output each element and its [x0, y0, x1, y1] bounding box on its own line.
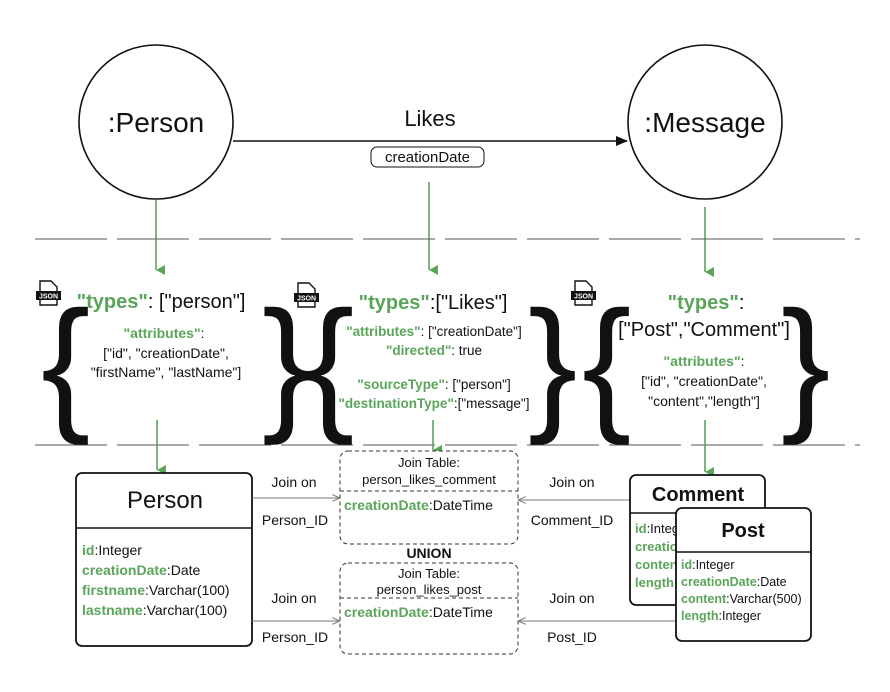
comment-field-content: content: [635, 557, 683, 572]
message-close-brace: }: [781, 281, 830, 446]
likes-attributes-line: "attributes": ["creationDate"]: [346, 324, 521, 339]
person-types-line: "types": ["person"]: [77, 291, 246, 313]
join-key-top-left: Person_ID: [262, 512, 328, 528]
join-label-bottom-left: Join on: [271, 590, 316, 606]
post-field-content: content:Varchar(500): [681, 592, 802, 606]
person-field-firstname: firstname:Varchar(100): [82, 582, 230, 598]
message-node-label: :Message: [644, 107, 765, 138]
svg-text:JSON: JSON: [39, 294, 58, 301]
message-types-key-line: "types":: [668, 292, 745, 314]
person-json-schema: JSON { } "types": ["person"] "attributes…: [36, 280, 311, 446]
message-attributes-line2: "content","length"]: [648, 393, 760, 409]
edge-property-label: creationDate: [385, 149, 470, 166]
join-label-bottom-right: Join on: [549, 590, 594, 606]
likes-source-line: "sourceType": ["person"]: [357, 377, 510, 392]
join-key-bottom-left: Person_ID: [262, 629, 328, 645]
svg-text:JSON: JSON: [297, 296, 316, 303]
post-field-length: length:Integer: [681, 609, 761, 623]
join-key-bottom-right: Post_ID: [547, 629, 597, 645]
join-post-title-line2: person_likes_post: [377, 582, 482, 597]
join-key-top-right: Comment_ID: [531, 512, 613, 528]
join-table-comment: Join Table: person_likes_comment creatio…: [339, 450, 519, 545]
likes-directed-line: "directed": true: [386, 343, 482, 358]
json-file-icon: JSON: [571, 280, 596, 306]
person-node-circle: [78, 44, 234, 200]
person-close-brace: }: [262, 281, 311, 446]
message-open-brace: {: [582, 281, 631, 446]
join-post-title-line1: Join Table:: [398, 566, 460, 581]
message-node-circle: [627, 44, 783, 200]
post-table-title: Post: [721, 520, 765, 542]
person-field-lastname: lastname:Varchar(100): [82, 602, 227, 618]
join-comment-field: creationDate:DateTime: [344, 497, 493, 513]
join-table-post: Join Table: person_likes_post creationDa…: [339, 562, 519, 655]
person-node-label: :Person: [108, 107, 205, 138]
post-field-creationdate: creationDate:Date: [681, 575, 787, 589]
likes-open-brace: {: [305, 281, 354, 446]
message-json-schema: JSON { } "types": ["Post","Comment"] "at…: [571, 280, 830, 446]
post-table: Post id:Integer creationDate:Date conten…: [675, 507, 812, 642]
comment-table-title: Comment: [652, 484, 745, 506]
likes-json-schema: JSON { } "types":["Likes"] "attributes":…: [294, 281, 577, 446]
svg-text:JSON: JSON: [574, 294, 593, 301]
union-label: UNION: [406, 545, 451, 561]
person-table: Person id:Integer creationDate:Date firs…: [75, 472, 253, 647]
join-label-top-right: Join on: [549, 474, 594, 490]
person-field-id: id:Integer: [82, 542, 142, 558]
join-label-top-left: Join on: [271, 474, 316, 490]
likes-edge-label: Likes: [404, 106, 455, 131]
person-field-creationdate: creationDate:Date: [82, 562, 200, 578]
post-field-id: id:Integer: [681, 558, 735, 572]
edge-property-badge: [370, 146, 485, 168]
message-attributes-key-line: "attributes":: [664, 353, 745, 369]
likes-destination-line: "destinationType":["message"]: [339, 396, 530, 411]
json-file-icon: JSON: [36, 280, 61, 306]
message-attributes-line1: ["id", "creationDate",: [641, 373, 767, 389]
person-open-brace: {: [41, 281, 90, 446]
comment-field-length: length: [635, 575, 674, 590]
likes-types-line: "types":["Likes"]: [359, 292, 508, 314]
join-post-field: creationDate:DateTime: [344, 604, 493, 620]
person-attributes-key-line: "attributes":: [124, 325, 205, 341]
join-comment-title-line2: person_likes_comment: [362, 472, 496, 487]
person-table-title: Person: [127, 487, 203, 514]
likes-close-brace: }: [528, 281, 577, 446]
person-attributes-line2: "firstName", "lastName"]: [91, 364, 242, 380]
json-file-icon: JSON: [294, 282, 319, 308]
person-attributes-line1: ["id", "creationDate",: [103, 345, 229, 361]
message-types-value-line: ["Post","Comment"]: [618, 319, 790, 341]
join-comment-title-line1: Join Table:: [398, 455, 460, 470]
